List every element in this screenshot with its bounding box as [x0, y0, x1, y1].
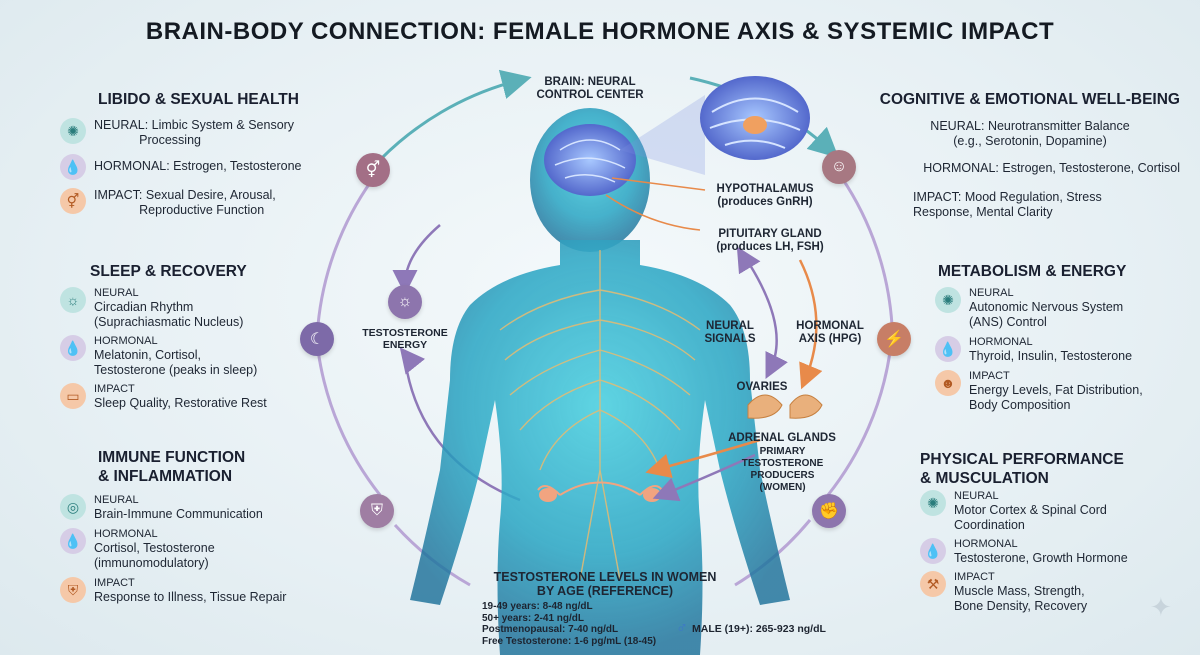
- drop-icon: 💧: [60, 154, 86, 180]
- neuron-icon: ✺: [935, 287, 961, 313]
- energy-icon: ⚡: [877, 322, 911, 356]
- arc-left-upper: [316, 179, 374, 326]
- testosterone-brain-icon: ☼: [388, 285, 422, 319]
- moon-icon: ☾: [300, 322, 334, 356]
- physical-impact-heading: IMPACT: [954, 571, 995, 583]
- section-libido: LIBIDO & SEXUAL HEALTH ✺ NEURAL: Limbic …: [60, 90, 348, 218]
- physical-hormonal: Testosterone, Growth Hormone: [954, 551, 1128, 565]
- physical-neural-heading: NEURAL: [954, 490, 999, 502]
- shield-icon: ⛨: [360, 494, 394, 528]
- metabolism-impact-heading: IMPACT: [969, 370, 1010, 382]
- sparkle-icon: ✦: [1150, 592, 1172, 622]
- libido-hormonal: HORMONAL: Estrogen, Testosterone: [94, 159, 302, 173]
- immune-neural: Brain-Immune Communication: [94, 507, 263, 521]
- hypothalamus-label: HYPOTHALAMUS (produces GnRH): [716, 183, 814, 208]
- primary-producers-label: PRIMARY TESTOSTERONE PRODUCERS (WOMEN): [741, 446, 824, 493]
- male-person-icon: ♂: [676, 620, 688, 637]
- section-cognitive: COGNITIVE & EMOTIONAL WELL-BEING NEURAL:…: [845, 90, 1180, 220]
- physical-hormonal-heading: HORMONAL: [954, 538, 1018, 550]
- muscle-icon: ✊: [812, 494, 846, 528]
- brain-graphic: [544, 124, 636, 196]
- sleep-neural-heading: NEURAL: [94, 287, 139, 299]
- physical-neural: Motor Cortex & Spinal Cord Coordination: [954, 503, 1107, 532]
- section-metabolism: METABOLISM & ENERGY ✺ NEURAL Autonomic N…: [935, 262, 1190, 413]
- neural-signals-label: NEURAL SIGNALS: [704, 320, 756, 345]
- metabolism-title: METABOLISM & ENERGY: [938, 263, 1127, 280]
- person-icon: ☻: [935, 370, 961, 396]
- dumbbell-icon: ⚒: [920, 571, 946, 597]
- metabolism-neural: Autonomic Nervous System (ANS) Control: [969, 300, 1124, 329]
- immune-neural-heading: NEURAL: [94, 494, 139, 506]
- cognitive-neural: NEURAL: Neurotransmitter Balance (e.g., …: [930, 119, 1130, 148]
- metabolism-hormonal-heading: HORMONAL: [969, 336, 1033, 348]
- neuron-icon: ✺: [60, 118, 86, 144]
- head-brain-icon: ☺: [822, 150, 856, 184]
- brain-icon: ◎: [60, 494, 86, 520]
- libido-neural: NEURAL: Limbic System & Sensory Processi…: [94, 118, 295, 147]
- levels-title: TESTOSTERONE LEVELS IN WOMEN BY AGE (REF…: [493, 570, 717, 598]
- arc-left-lower: [316, 349, 382, 496]
- cognitive-title: COGNITIVE & EMOTIONAL WELL-BEING: [879, 91, 1180, 108]
- male-reference: ♂ MALE (19+): 265-923 ng/dL: [676, 620, 826, 638]
- drop-icon: 💧: [60, 335, 86, 361]
- bed-icon: ▭: [60, 383, 86, 409]
- sun-icon: ☼: [60, 287, 86, 313]
- levels-row-2: 50+ years: 2-41 ng/dL: [482, 612, 584, 624]
- page-title: BRAIN-BODY CONNECTION: FEMALE HORMONE AX…: [145, 18, 1055, 45]
- section-immune: IMMUNE FUNCTION & INFLAMMATION ◎ NEURAL …: [60, 448, 348, 605]
- ovaries-label: OVARIES: [736, 381, 788, 393]
- sleep-hormonal: Melatonin, Cortisol, Testosterone (peaks…: [94, 348, 258, 377]
- neuron-icon: ✺: [920, 490, 946, 516]
- physical-impact: Muscle Mass, Strength, Bone Density, Rec…: [954, 584, 1088, 613]
- levels-row-3: Postmenopausal: 7-40 ng/dL: [482, 624, 619, 635]
- cognitive-impact: IMPACT: Mood Regulation, Stress Response…: [913, 190, 1102, 219]
- arc-arrow-top-left: [373, 69, 532, 167]
- immune-hormonal-heading: HORMONAL: [94, 528, 158, 540]
- adrenal-label: ADRENAL GLANDS: [728, 432, 836, 444]
- adrenal-right: [789, 394, 823, 419]
- sleep-hormonal-heading: HORMONAL: [94, 335, 158, 347]
- arrow-to-testosterone-energy: [392, 224, 441, 295]
- testosterone-energy-label: TESTOSTERONE ENERGY: [362, 327, 448, 351]
- sleep-neural: Circadian Rhythm (Suprachiasmatic Nucleu…: [94, 300, 244, 329]
- pituitary-label: PITUITARY GLAND (produces LH, FSH): [716, 228, 824, 253]
- drop-icon: 💧: [935, 336, 961, 362]
- male-levels: MALE (19+): 265-923 ng/dL: [692, 623, 826, 635]
- brain-control-label: BRAIN: NEURAL CONTROL CENTER: [536, 76, 644, 101]
- metabolism-impact: Energy Levels, Fat Distribution, Body Co…: [969, 383, 1143, 412]
- testosterone-levels-box: TESTOSTERONE LEVELS IN WOMEN BY AGE (REF…: [470, 570, 740, 647]
- cognitive-hormonal: HORMONAL: Estrogen, Testosterone, Cortis…: [923, 161, 1180, 175]
- libido-impact: IMPACT: Sexual Desire, Arousal, Reproduc…: [94, 188, 276, 217]
- drop-icon: 💧: [60, 528, 86, 554]
- section-physical: PHYSICAL PERFORMANCE & MUSCULATION ✺ NEU…: [920, 450, 1190, 614]
- drop-icon: 💧: [920, 538, 946, 564]
- metabolism-hormonal: Thyroid, Insulin, Testosterone: [969, 349, 1133, 363]
- venus-mars-icon: ⚥: [356, 153, 390, 187]
- adrenal-left: [747, 394, 783, 419]
- sleep-title: SLEEP & RECOVERY: [90, 263, 247, 280]
- shield-icon: ⛨: [60, 577, 86, 603]
- gender-icon: ⚥: [60, 188, 86, 214]
- levels-row-1: 19-49 years: 8-48 ng/dL: [482, 601, 593, 612]
- section-sleep: SLEEP & RECOVERY ☼ NEURAL Circadian Rhyt…: [60, 262, 328, 411]
- sleep-impact: Sleep Quality, Restorative Rest: [94, 396, 267, 410]
- sleep-impact-heading: IMPACT: [94, 383, 135, 395]
- immune-impact-heading: IMPACT: [94, 577, 135, 589]
- immune-impact: Response to Illness, Tissue Repair: [94, 590, 287, 604]
- physical-title: PHYSICAL PERFORMANCE & MUSCULATION: [920, 451, 1124, 487]
- levels-row-4: Free Testosterone: 1-6 pg/mL (18-45): [482, 635, 657, 647]
- libido-title: LIBIDO & SEXUAL HEALTH: [98, 91, 299, 108]
- arc-right-lower: [826, 351, 892, 496]
- immune-hormonal: Cortisol, Testosterone (immunomodulatory…: [94, 541, 215, 570]
- arc-right-upper: [840, 177, 894, 326]
- arrow-energy-to-ovaries: [403, 359, 521, 502]
- metabolism-neural-heading: NEURAL: [969, 287, 1014, 299]
- hormonal-axis-label: HORMONAL AXIS (HPG): [796, 320, 864, 345]
- immune-title: IMMUNE FUNCTION & INFLAMMATION: [98, 449, 246, 485]
